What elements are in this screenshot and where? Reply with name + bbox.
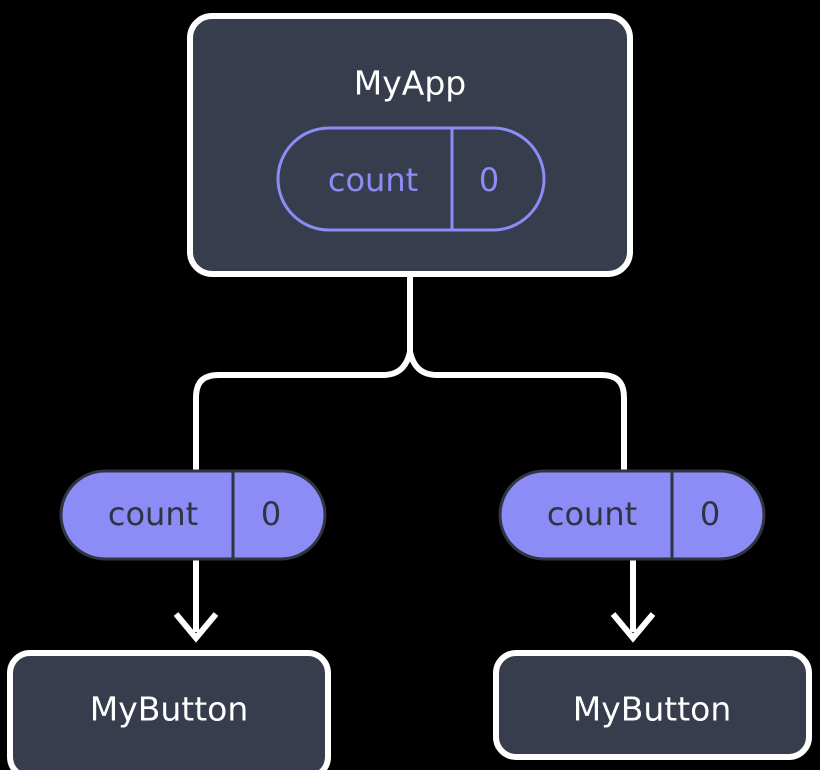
node-myapp[interactable]: MyApp count 0 — [187, 13, 633, 277]
connector-group — [173, 276, 656, 643]
prop-left-to-button-arrow — [173, 558, 219, 643]
node-mybutton-right[interactable]: MyButton — [493, 650, 812, 760]
prop-pill-right-shape[interactable] — [498, 469, 766, 561]
prop-pill-left[interactable]: count 0 — [59, 469, 327, 561]
myapp-to-left-branch — [193, 351, 413, 512]
node-myapp-box[interactable] — [187, 13, 633, 277]
state-pill-myapp-value: 0 — [479, 161, 499, 199]
state-pill-myapp-shape[interactable] — [276, 126, 546, 232]
prop-right-to-button-arrow — [610, 558, 656, 643]
prop-pill-left-key: count — [108, 495, 198, 533]
node-mybutton-right-box[interactable] — [493, 650, 812, 760]
state-pill-myapp[interactable]: count 0 — [276, 126, 546, 232]
node-myapp-label: MyApp — [354, 64, 466, 103]
myapp-to-right-branch — [407, 351, 627, 512]
prop-pill-right[interactable]: count 0 — [498, 469, 766, 561]
prop-pill-left-shape[interactable] — [59, 469, 327, 561]
node-mybutton-left[interactable]: MyButton — [7, 650, 331, 770]
prop-pill-left-value: 0 — [261, 495, 281, 533]
prop-pill-right-key: count — [547, 495, 637, 533]
node-mybutton-right-label: MyButton — [573, 690, 732, 729]
state-pill-myapp-key: count — [328, 161, 418, 199]
prop-pill-right-value: 0 — [700, 495, 720, 533]
node-mybutton-left-label: MyButton — [90, 690, 249, 729]
node-mybutton-left-box[interactable] — [7, 650, 331, 770]
